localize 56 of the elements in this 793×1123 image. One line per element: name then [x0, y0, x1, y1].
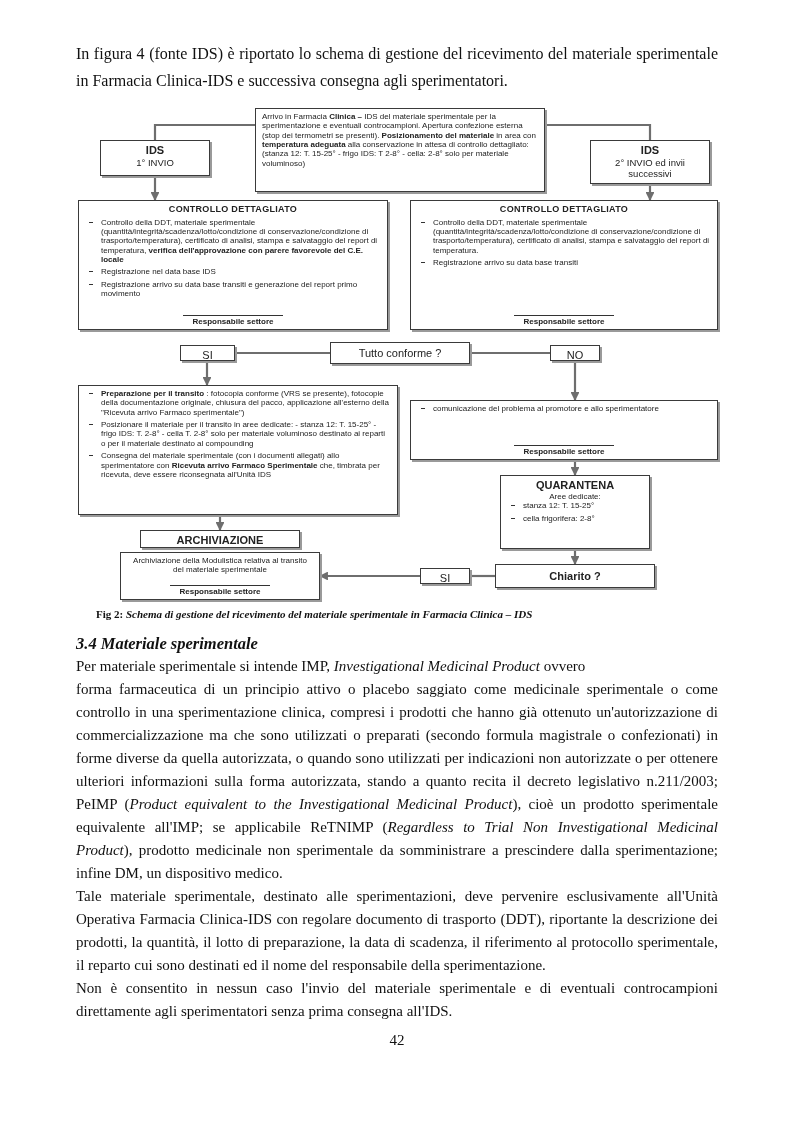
responsible-label: Responsabile settore	[513, 444, 615, 456]
box-title: IDS	[144, 144, 166, 157]
start-box	[100, 140, 210, 176]
paragraph: 3.4 Materiale sperimentale	[76, 633, 259, 655]
arrow	[319, 571, 420, 581]
responsible-label: Responsabile settore	[182, 314, 284, 326]
box-text: ARCHIVIAZIONE	[176, 534, 264, 547]
heading-box	[140, 530, 300, 548]
connector-line	[470, 574, 495, 578]
box-text: SI	[439, 572, 451, 585]
connector-line	[235, 351, 330, 355]
decision-box	[495, 564, 655, 588]
figure-caption: Fig 2: Schema di gestione del ricevimento del materiale sperimentale in Farmacia Clinica – IDS	[96, 608, 534, 620]
decision-box	[330, 342, 470, 364]
process-box	[410, 200, 718, 330]
connector-line	[470, 351, 550, 355]
answer-box	[180, 345, 235, 361]
box-text: NO	[566, 349, 584, 362]
box-title: QUARANTENA	[534, 479, 616, 492]
arrow	[150, 176, 160, 201]
box-text: Aree dedicate:	[548, 491, 602, 502]
answer-box	[420, 568, 470, 584]
connector-line	[545, 123, 652, 140]
arrow	[202, 361, 212, 386]
responsible-label: Responsabile settore	[513, 314, 615, 326]
box-text: Tutto conforme ?	[358, 346, 442, 360]
process-box	[500, 475, 650, 549]
arrow	[570, 460, 580, 476]
arrow	[645, 184, 655, 201]
process-box	[120, 552, 320, 600]
paragraph: forma farmaceutica di un principio attivo o placebo saggiato come medicinale sperimentale o come controllo in una sperimentazione clinica, compresi i prodotti che hanno già ottenuto un'autorizzazione di commercializzazione ma che sono utilizzati o preparati (secondo formula magistrale o confezionati) in forme diverse da quella autorizzata, o quando sono utilizzati per indicazioni non autorizzate o per ottenere ulteriori informazioni sulla forma autorizzata, stando a quanto recita il decreto legislativo n.211/2003; PeIMP (Product equivalent to the Investigational Medicinal Product), cioè un prodotto sperimentale equivalente all'IMP; se applicabile ReTNIMP (Regardless to Trial Non Investigational Medicinal Product), prodotto medicinale non sperimentale da somministrare a prescindere dalla sperimentazione; infine DM, un dispositivo medico.	[76, 680, 718, 883]
box-subtitle: 1° INVIO	[135, 156, 175, 168]
process-box	[78, 385, 398, 515]
box-title: IDS	[639, 144, 661, 157]
arrow	[570, 361, 580, 401]
box-text: Arrivo in Farmacia Clinica – IDS del materiale sperimentale per la sperimentazione e eventuali controcampioni. Apertura confezione esterna (stop dei termometri se presenti). Posizionamento del materiale in area con temperatura adeguata alla conservazione in attesa di controllo dettagliato: (stanza 12: T. 15-25° - frigo IDS: T 2-8° - cella: 2-8° solo per materiale voluminoso)	[262, 112, 537, 169]
start-box	[590, 140, 710, 184]
arrow	[215, 515, 225, 531]
page-number: In figura 4 (fonte IDS) è riportato lo schema di gestione del ricevimento del materiale sperimentale in Farmacia Clinica-IDS e successiva consegna agli sperimentatori.	[76, 44, 718, 92]
connector-line	[153, 123, 255, 140]
answer-box	[550, 345, 600, 361]
arrow	[570, 549, 580, 565]
paragraph: Non è consentito in nessun caso l'invio del materiale sperimentale e di eventuali controcampioni direttamente agli sperimentatori senza prima consegna all'IDS.	[76, 979, 718, 1021]
box-text: Archiviazione della Modulistica relativa al transito del materiale sperimentale	[132, 556, 308, 575]
process-box	[255, 108, 545, 192]
paragraph: Tale materiale sperimentale, destinato alle sperimentazioni, deve pervenire esclusivamente all'Unità Operativa Farmacia Clinica-IDS con regolare documento di trasporto (DDT), riportante la descrizione dei prodotti, la quantità, il lotto di preparazione, la data di scadenza, il riferimento al protocollo sperimentale, il reparto cui sono destinati ed il nome del responsabile della sperimentazione.	[76, 887, 718, 975]
box-heading: CONTROLLO DETTAGLIATO	[167, 204, 299, 215]
box-subtitle: 2° INVIO ed invii successivi	[614, 156, 686, 180]
paragraph: 42	[388, 1031, 406, 1050]
box-heading: CONTROLLO DETTAGLIATO	[498, 204, 630, 215]
section-heading: Per materiale sperimentale si intende IMP, Investigational Medicinal Product ovvero	[76, 657, 587, 676]
box-text: SI	[202, 349, 213, 362]
process-box	[78, 200, 388, 330]
process-box	[410, 400, 718, 460]
box-text: Chiarito ?	[549, 569, 601, 583]
responsible-label: Responsabile settore	[169, 584, 271, 596]
